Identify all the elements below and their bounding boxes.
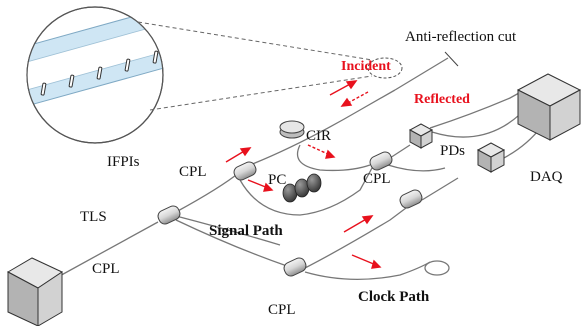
label-daq: DAQ — [530, 169, 563, 185]
ifpi-marker-5 — [152, 50, 159, 64]
propagation-arrows — [225, 80, 382, 269]
coupler-cylinder-cir — [369, 151, 393, 171]
circulator — [279, 120, 305, 139]
label-cir: CIR — [306, 128, 331, 144]
coupler-cylinder-clock — [399, 189, 423, 209]
coupler-cylinder-tls — [157, 205, 181, 225]
daq-box — [516, 73, 582, 141]
ifpi-marker-1 — [40, 82, 47, 96]
ifpi-marker-2 — [68, 74, 75, 88]
label-cpl-top: CPL — [179, 164, 207, 180]
label-signal-path: Signal Path — [209, 223, 283, 239]
anti-reflection-cut-mark — [444, 51, 459, 67]
zoom-guide-lines — [137, 21, 373, 111]
ifpi-zoom-inset — [26, 6, 164, 144]
label-cpl-bottom: CPL — [268, 302, 296, 318]
ifpi-marker-3 — [96, 66, 103, 80]
polarization-controller — [282, 173, 322, 203]
label-anti-reflection-cut: Anti-reflection cut — [405, 29, 517, 45]
label-cpl-left: CPL — [92, 261, 120, 277]
label-ifpis: IFPIs — [107, 154, 140, 170]
label-reflected: Reflected — [414, 92, 470, 107]
label-cpl-cir: CPL — [363, 171, 391, 187]
label-pds: PDs — [440, 143, 465, 159]
tls-laser-box — [6, 257, 64, 326]
zoom-source-ellipse — [367, 57, 403, 79]
coupler-cylinder-top — [233, 161, 257, 181]
ifpi-marker-4 — [124, 58, 131, 72]
label-incident: Incident — [341, 59, 391, 74]
label-clock-path: Clock Path — [358, 289, 430, 305]
optical-fibers — [55, 57, 547, 280]
photodetector-upper — [408, 123, 434, 149]
photodetector-lower — [476, 142, 506, 173]
label-tls: TLS — [80, 209, 107, 225]
coupler-cylinder-bottom — [283, 257, 307, 277]
label-pc: PC — [268, 172, 286, 188]
